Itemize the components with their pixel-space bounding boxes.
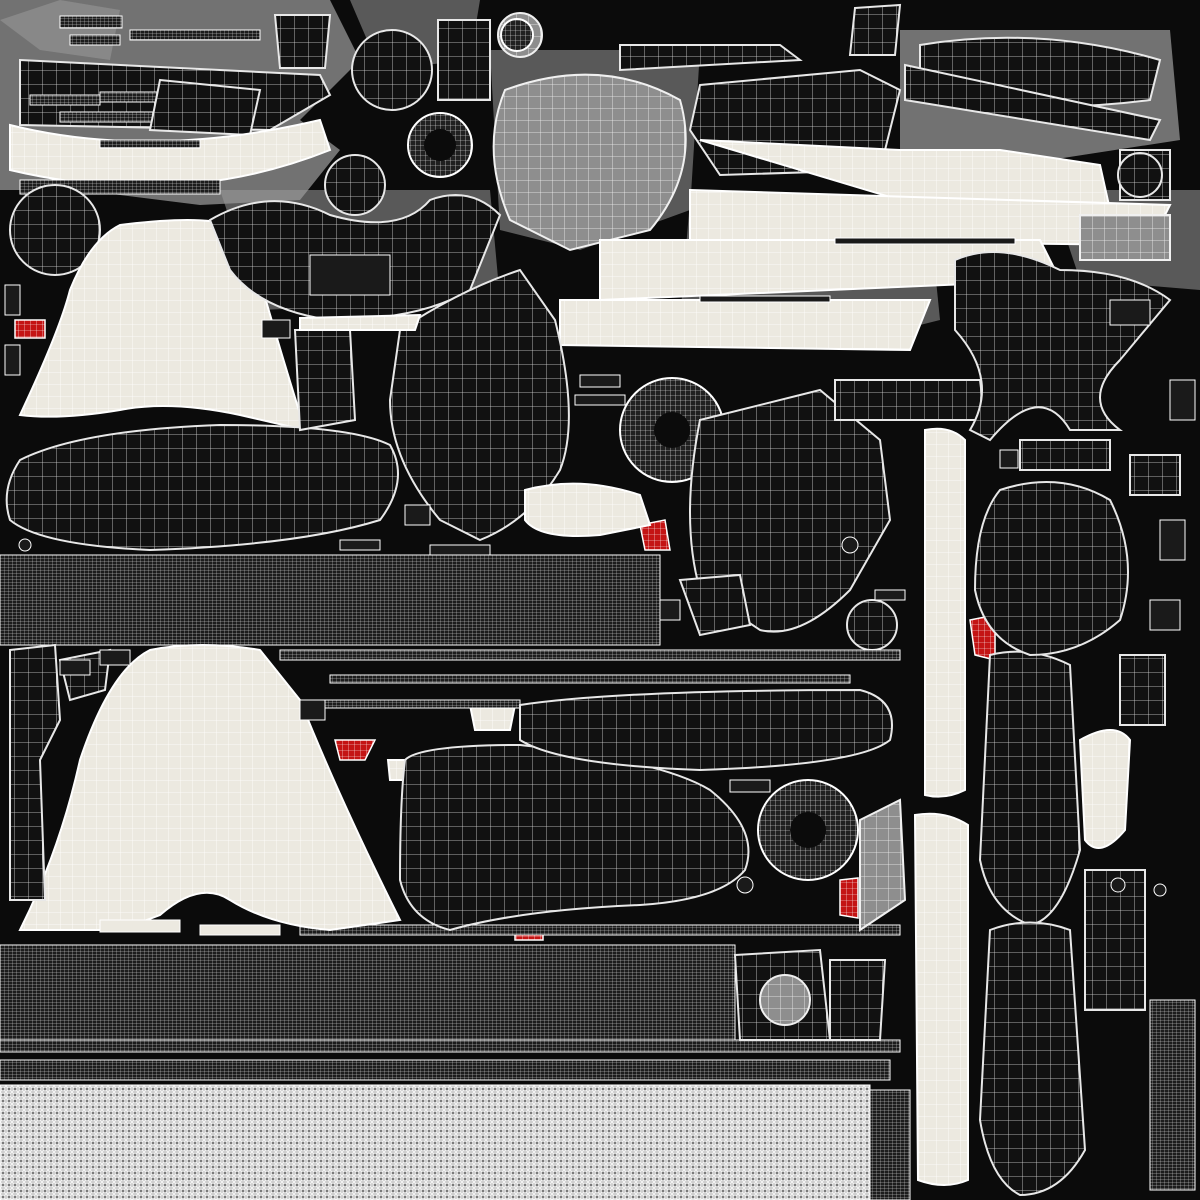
frame-parts [293,251,1172,651]
lower-left-bracket [9,643,62,901]
scattered-chips [4,284,1196,936]
lower-center-detail [733,798,907,1041]
right-column-parts [913,427,1196,1197]
black-pill-lower [398,743,750,932]
mid-strips [0,554,911,1200]
upper-right-parts [559,3,1172,352]
grey-shield-part [492,73,687,252]
black-blade-lower [519,688,893,772]
radial-parts [9,18,534,276]
black-pill-upper [5,423,399,552]
